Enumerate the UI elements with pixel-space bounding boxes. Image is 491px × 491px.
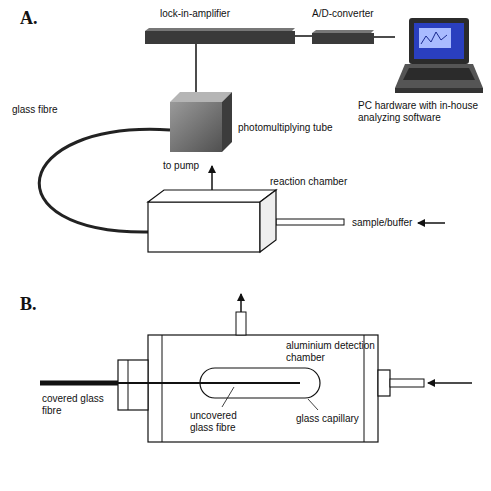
shape-part: [170, 92, 232, 102]
cube-icon: [170, 92, 232, 152]
panel-letter: B.: [20, 294, 37, 314]
laptop-icon: [395, 18, 483, 96]
shape-part: [395, 64, 483, 88]
connector: [195, 44, 197, 92]
device-label: reaction chamber: [270, 176, 365, 188]
shape-part: [409, 18, 469, 64]
shape-part: [421, 32, 447, 44]
part-label: to pump: [163, 160, 211, 172]
inlet-tube: [276, 219, 344, 225]
shape-part: [312, 33, 374, 44]
panel-letter: A.: [20, 8, 38, 28]
chamber-icon: [148, 190, 278, 252]
part-label: sample/buffer: [352, 217, 418, 229]
shape-part: [312, 30, 374, 33]
reaction-chamber-box: reaction chamber: [148, 190, 278, 252]
shape-part: [148, 190, 276, 202]
slab-icon: [312, 30, 374, 44]
shape-part: [260, 190, 276, 252]
shape-part: [419, 28, 451, 48]
lock-in-amplifier-device: lock-in-amplifier: [145, 28, 295, 44]
connector-label: glass fibre: [12, 104, 58, 116]
part-label: uncovered glass fibre: [190, 410, 256, 434]
inlet-arrow: [418, 222, 445, 224]
shape-part: [145, 28, 295, 31]
shape-part: [395, 88, 483, 93]
part-label: aluminium detection chamber: [286, 340, 376, 364]
shape-part: [222, 92, 232, 152]
connector: [374, 36, 395, 38]
shape-part: [170, 102, 222, 152]
device-label: lock-in-amplifier: [160, 8, 285, 20]
part-label: covered glass fibre: [42, 393, 106, 417]
device-label: photomultiplying tube: [238, 122, 353, 134]
part-label: glass capillary: [296, 413, 376, 425]
device-label: A/D-converter: [312, 8, 397, 20]
shape-part: [403, 68, 475, 80]
photomultiplier-box: photomultiplying tube: [170, 92, 232, 152]
device-label: PC hardware with in-house analyzing soft…: [358, 100, 486, 124]
slab-icon: [145, 28, 295, 44]
shape-part: [414, 23, 464, 59]
detection-chamber-drawing: [40, 294, 472, 442]
shape-part: [148, 202, 260, 252]
connector: [295, 35, 312, 37]
shape-part: [145, 31, 295, 44]
converter-device: A/D-converter: [312, 30, 374, 44]
laptop-computer: PC hardware with in-house analyzing soft…: [395, 18, 483, 96]
